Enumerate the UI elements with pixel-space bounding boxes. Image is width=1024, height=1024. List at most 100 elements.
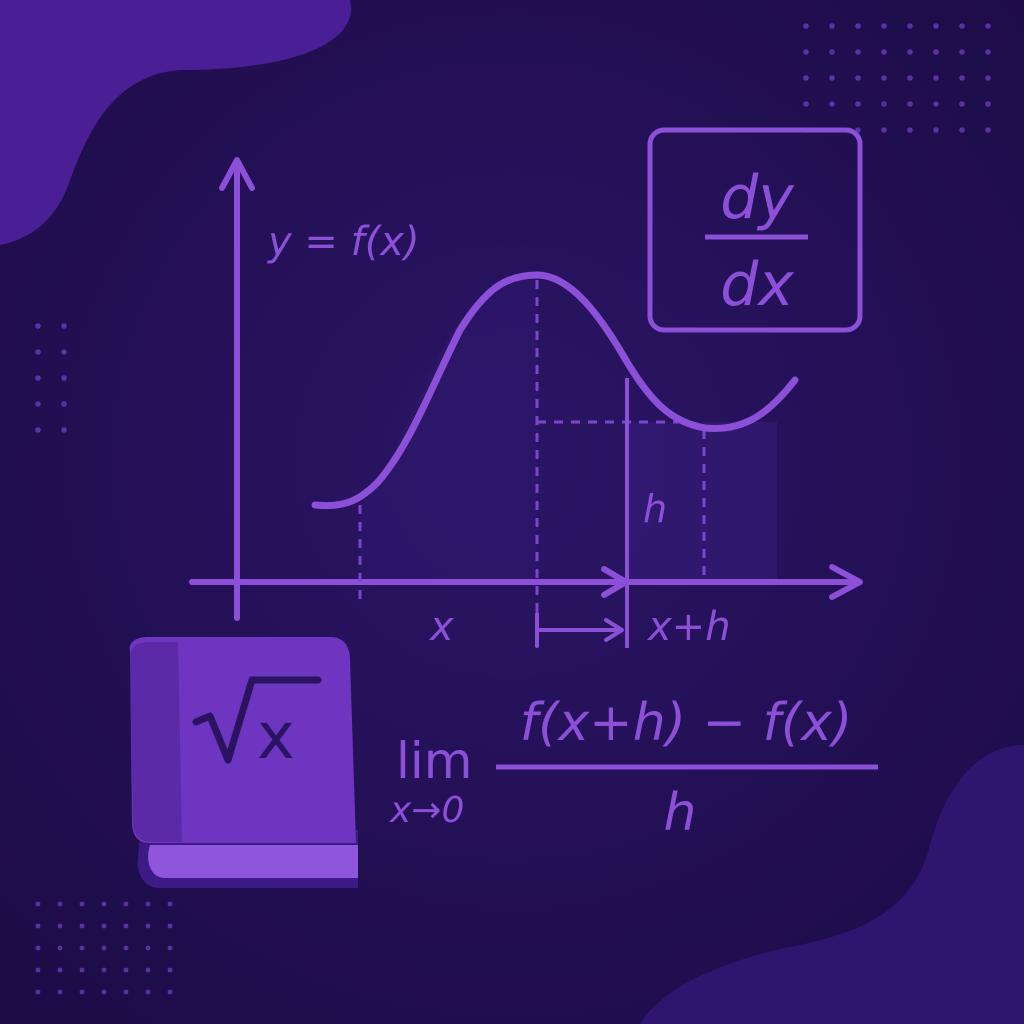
shaded-regions	[360, 275, 777, 582]
decor-dot	[829, 75, 835, 81]
function-curve	[311, 271, 799, 510]
decor-dot	[829, 49, 835, 55]
bottom-right-blob	[640, 745, 1024, 1024]
decor-dot	[907, 75, 913, 81]
decor-dot	[167, 945, 173, 951]
decor-dot	[61, 349, 67, 355]
decor-dot	[79, 989, 85, 995]
decor-dot	[123, 923, 129, 929]
decor-dot	[145, 945, 151, 951]
decor-dot	[803, 101, 809, 107]
limit-subscript: x→0	[389, 790, 464, 831]
decor-dot	[35, 901, 41, 907]
decor-dot	[61, 375, 67, 381]
decor-dot	[985, 49, 991, 55]
decor-dot	[933, 75, 939, 81]
decor-dot	[57, 923, 63, 929]
book-cover-variable: x	[257, 700, 295, 774]
decor-dot	[959, 49, 965, 55]
decor-dot	[35, 401, 41, 407]
decor-dot	[79, 923, 85, 929]
decor-dot	[57, 901, 63, 907]
decor-dot	[101, 923, 107, 929]
decor-dot	[855, 75, 861, 81]
derivative-numerator: dy	[720, 163, 795, 233]
decor-dot	[145, 989, 151, 995]
y-axis-arrowhead	[219, 157, 255, 191]
decor-dot	[881, 75, 887, 81]
decor-dot	[855, 101, 861, 107]
square-root-icon: x	[192, 676, 322, 774]
decor-dot	[101, 989, 107, 995]
decor-dot	[167, 923, 173, 929]
decor-dot	[57, 967, 63, 973]
derivative-box-frame	[647, 127, 863, 333]
h-label: h	[643, 487, 667, 531]
book-pages	[148, 845, 358, 878]
decor-dot	[35, 375, 41, 381]
decor-dot	[881, 23, 887, 29]
decor-dot	[803, 49, 809, 55]
decor-dot	[933, 23, 939, 29]
decor-dot	[855, 23, 861, 29]
decor-dot	[35, 323, 41, 329]
decor-dot	[123, 967, 129, 973]
dot-grid-bottom-left	[35, 901, 173, 995]
math-book: x	[129, 637, 358, 888]
decor-dot	[35, 967, 41, 973]
decor-dot	[829, 23, 835, 29]
function-label: y = f(x)	[267, 219, 420, 265]
decor-dot	[79, 967, 85, 973]
decor-dot	[985, 23, 991, 29]
decor-dot	[101, 945, 107, 951]
decor-dot	[985, 75, 991, 81]
decor-dot	[101, 967, 107, 973]
dashed-guides	[358, 280, 706, 648]
x-axis-arrowhead	[829, 564, 863, 600]
decor-dot	[959, 75, 965, 81]
decor-dot	[61, 427, 67, 433]
decor-dot	[35, 945, 41, 951]
decor-dot	[167, 989, 173, 995]
derivative-denominator: dx	[720, 250, 794, 320]
decor-dot	[145, 967, 151, 973]
dot-grid-left	[35, 323, 67, 433]
decor-dot	[57, 945, 63, 951]
decor-dot	[959, 23, 965, 29]
decor-dot	[907, 49, 913, 55]
decor-dot	[145, 923, 151, 929]
decor-dot	[803, 23, 809, 29]
decor-dot	[985, 127, 991, 133]
decor-dot	[907, 127, 913, 133]
decor-dot	[167, 967, 173, 973]
decor-dot	[881, 101, 887, 107]
decor-dot	[57, 989, 63, 995]
decor-dot	[123, 989, 129, 995]
book-cover	[129, 637, 356, 843]
decor-dot	[855, 49, 861, 55]
decor-dot	[35, 349, 41, 355]
decor-dot	[35, 427, 41, 433]
decor-dot	[123, 901, 129, 907]
decor-dot	[933, 49, 939, 55]
h-measure-bracket	[535, 612, 624, 648]
decor-dot	[933, 101, 939, 107]
decor-dot	[35, 923, 41, 929]
limit-numerator: f(x+h) − f(x)	[520, 693, 852, 753]
decor-dot	[101, 901, 107, 907]
decor-dot	[829, 101, 835, 107]
book-spine	[130, 642, 182, 842]
decor-dot	[61, 401, 67, 407]
x-label: x	[428, 604, 454, 650]
decor-dot	[907, 101, 913, 107]
decor-dot	[79, 901, 85, 907]
decor-dot	[907, 23, 913, 29]
decor-dot	[933, 127, 939, 133]
decor-dot	[35, 989, 41, 995]
decor-dot	[985, 101, 991, 107]
limit-formula: lim x→0 f(x+h) − f(x) h	[389, 693, 878, 843]
decor-dot	[79, 945, 85, 951]
decor-dot	[803, 75, 809, 81]
